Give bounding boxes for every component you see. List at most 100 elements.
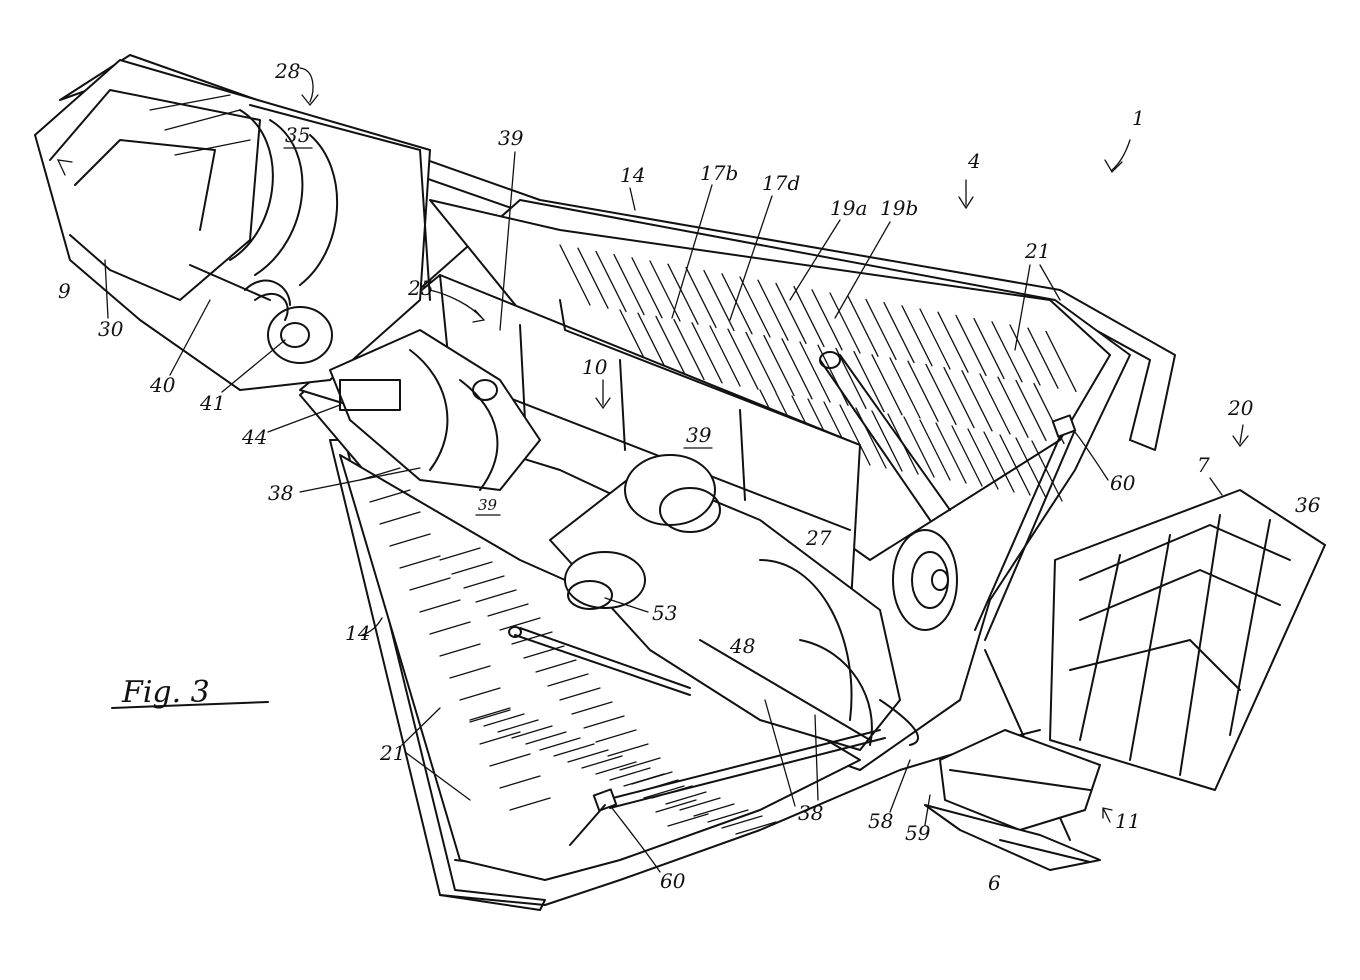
hatch-line	[595, 761, 637, 775]
label-21-left: 21	[379, 741, 405, 765]
rear-hopper-11	[924, 729, 1101, 871]
label-17b: 17b	[700, 161, 738, 185]
label-19b: 19b	[880, 196, 918, 220]
hatch-line	[919, 419, 951, 481]
hatch-line	[935, 422, 967, 484]
label-38-bottom: 38	[798, 801, 823, 825]
hatch-line	[637, 312, 669, 374]
hatch-line	[865, 298, 897, 361]
hatch-line	[499, 775, 541, 789]
hatch-line	[1045, 330, 1077, 393]
hatch-line	[595, 250, 627, 313]
hatch-line	[509, 797, 551, 811]
hatch-line	[847, 295, 879, 357]
hatch-line	[559, 687, 601, 701]
hatch-line	[943, 366, 975, 429]
hatch-line	[449, 665, 491, 679]
hatch-line	[983, 431, 1015, 493]
hatch-line	[399, 555, 441, 569]
label-30: 30	[98, 317, 124, 341]
hatch-line	[667, 263, 699, 325]
label-20: 20	[1227, 396, 1254, 420]
hatch-line	[623, 773, 665, 787]
hatch-line	[497, 719, 539, 733]
engine-assembly-48	[549, 454, 919, 751]
hatch-line	[707, 809, 749, 823]
hatch-line	[1031, 440, 1063, 502]
label-41: 41	[199, 391, 225, 415]
hatch-line	[1027, 327, 1059, 389]
hatch-line	[997, 376, 1029, 438]
hatch-line	[799, 341, 831, 403]
hatch-line	[829, 292, 861, 354]
label-39-top: 39	[498, 126, 524, 150]
hatch-line	[721, 815, 763, 829]
front-section-28	[34, 59, 431, 391]
hatch-line	[475, 589, 517, 603]
hatch-line	[955, 314, 987, 377]
hatch-line	[359, 467, 401, 481]
label-27: 27	[805, 526, 832, 550]
hatch-line	[469, 709, 511, 723]
label-28: 28	[274, 59, 300, 83]
hatch-line	[925, 363, 957, 426]
hatch-line	[685, 266, 717, 329]
hatch-line	[1015, 437, 1047, 499]
hatch-line	[973, 317, 1005, 380]
hatch-line	[871, 410, 903, 472]
hatch-line	[429, 621, 471, 635]
hatch-line	[577, 247, 609, 309]
hatch-line	[547, 673, 589, 687]
hatch-line	[463, 575, 505, 589]
hatch-line	[595, 729, 637, 743]
hatch-line	[903, 416, 935, 478]
rear-wheel-27	[819, 351, 958, 631]
hatch-line	[539, 737, 581, 751]
label-60-right: 60	[1110, 471, 1136, 495]
hatch-line	[479, 731, 521, 745]
joint-60-bottom	[569, 788, 618, 846]
label-35: 35	[285, 123, 310, 147]
hatch-line	[763, 334, 795, 397]
hatch-line	[613, 253, 645, 316]
hatch-line	[883, 301, 915, 364]
label-53: 53	[652, 601, 677, 625]
figure-caption: Fig. 3	[111, 675, 269, 710]
hatch-line	[379, 511, 421, 525]
hatch-line	[889, 357, 921, 419]
hatch-line	[757, 279, 789, 341]
hatch-line	[679, 797, 721, 811]
hatch-line	[369, 489, 411, 503]
label-36: 36	[1295, 493, 1321, 517]
hatch-line	[739, 276, 771, 338]
label-19a: 19a	[830, 196, 867, 220]
hatch-line	[609, 767, 651, 781]
hatch-line	[835, 347, 867, 410]
hatch-line	[439, 643, 481, 657]
hatch-line	[793, 285, 825, 348]
hatch-line	[649, 260, 681, 322]
hatch-line	[991, 321, 1023, 383]
hatch-line	[469, 707, 511, 721]
hatch-line	[511, 631, 553, 645]
hatch-line	[1015, 379, 1047, 442]
hatch-line	[487, 603, 529, 617]
hatch-line	[811, 289, 843, 351]
label-21-top: 21	[1024, 239, 1050, 263]
hatch-line	[483, 713, 525, 727]
hatch-line	[535, 659, 577, 673]
hatch-line	[951, 425, 983, 487]
label-39-mid: 39	[686, 423, 712, 447]
mid-mechanism-44	[329, 329, 541, 491]
label-1: 1	[1132, 106, 1145, 130]
label-11: 11	[1115, 809, 1140, 833]
label-9: 9	[58, 279, 71, 303]
hatch-line	[643, 785, 685, 799]
label-59: 59	[905, 821, 931, 845]
hatch-line	[735, 821, 777, 835]
joint-60-right	[1051, 414, 1077, 438]
hatch-line	[553, 743, 595, 757]
hatch-line	[703, 269, 735, 332]
rear-gate-20	[1049, 489, 1326, 791]
